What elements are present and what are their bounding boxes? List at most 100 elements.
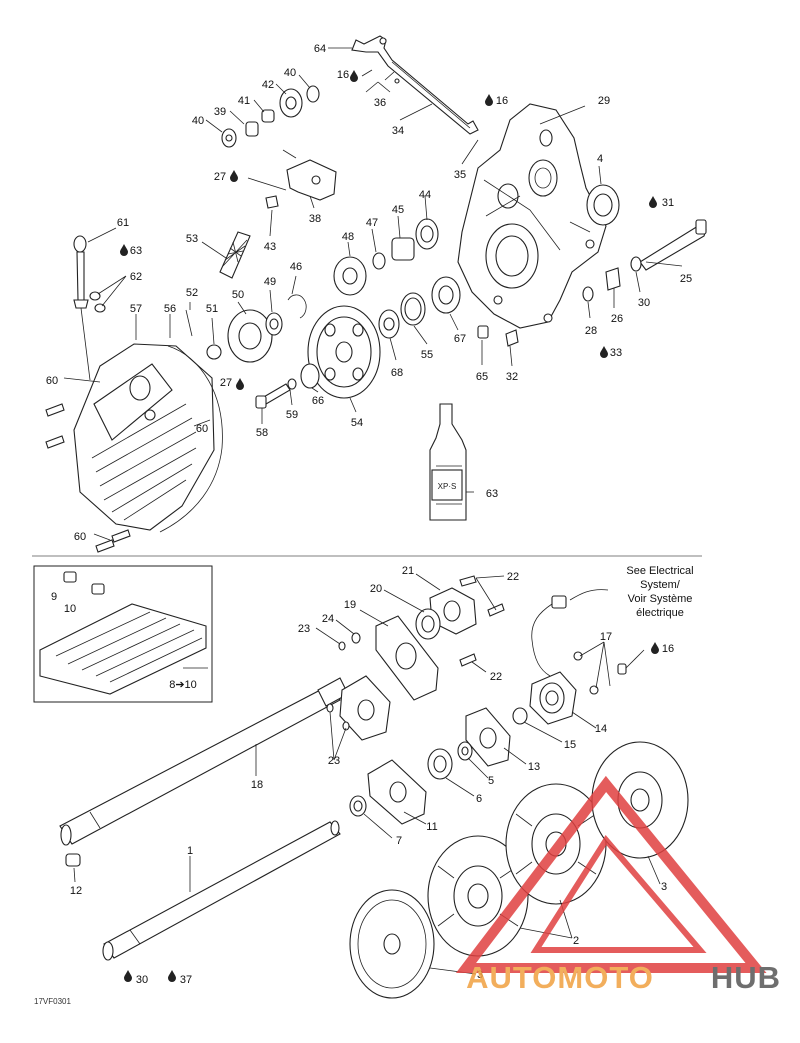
callout-4: 4 (597, 153, 603, 165)
callout-2: 2 (573, 935, 579, 947)
callout-61: 61 (117, 217, 129, 229)
lower-shaft-bearings (378, 276, 519, 347)
chaincase-housing (457, 103, 607, 329)
callout-63: 63 (486, 488, 498, 500)
callout-52: 52 (186, 287, 198, 299)
callout-16: 16 (662, 643, 674, 655)
callout-6: 6 (476, 793, 482, 805)
bushing (65, 853, 81, 867)
callout-32: 32 (506, 371, 518, 383)
callout-50: 50 (232, 289, 244, 301)
seal-plates (349, 707, 511, 825)
callout-26: 26 (611, 313, 623, 325)
callout-63: 63 (130, 245, 142, 257)
callout-31: 31 (662, 197, 674, 209)
callout-58: 58 (256, 427, 268, 439)
callout-59: 59 (286, 409, 298, 421)
callout-16: 16 (496, 95, 508, 107)
callout-51: 51 (206, 303, 218, 315)
callout-57: 57 (130, 303, 142, 315)
end-wheels (349, 741, 689, 999)
tension-bolt-set (582, 219, 707, 302)
callout-20: 20 (370, 583, 382, 595)
callout-30: 30 (136, 974, 148, 986)
oil-bottle: XP·S (429, 403, 467, 521)
bearing (586, 184, 620, 226)
callout-30: 30 (638, 297, 650, 309)
callout-65: 65 (476, 371, 488, 383)
callout-3: 3 (477, 969, 483, 981)
callout-37: 37 (180, 974, 192, 986)
note-line-1: See Electrical (626, 565, 693, 577)
oil-drop-icon (120, 244, 128, 256)
callout-45: 45 (392, 204, 404, 216)
dipstick (73, 235, 106, 381)
callout-27: 27 (214, 171, 226, 183)
electrical-note: See Electrical System/ Voir Système élec… (626, 565, 693, 619)
callout-5: 5 (488, 775, 494, 787)
callout-24: 24 (322, 613, 334, 625)
oil-drop-icon (350, 70, 358, 82)
callout-62: 62 (130, 271, 142, 283)
callout-25: 25 (680, 273, 692, 285)
callout-60: 60 (74, 531, 86, 543)
callout-68: 68 (391, 367, 403, 379)
callout-56: 56 (164, 303, 176, 315)
callout-40: 40 (192, 115, 204, 127)
oil-drop-icon (124, 970, 132, 982)
cotter-pins (361, 69, 400, 84)
track-inset (33, 565, 213, 703)
sprocket-bolt (255, 378, 297, 409)
callout-28: 28 (585, 325, 597, 337)
cover-bolts (45, 403, 131, 553)
oil-drop-icon (649, 196, 657, 208)
callout-23: 23 (298, 623, 310, 635)
callout-39: 39 (214, 106, 226, 118)
callout-16: 16 (337, 69, 349, 81)
callout-9: 9 (51, 591, 57, 603)
callout-27: 27 (220, 377, 232, 389)
callout-13: 13 (528, 761, 540, 773)
watermark-text-hub: HUB (711, 960, 781, 995)
callout-42: 42 (262, 79, 274, 91)
chaincase-cover (73, 343, 223, 533)
callout-36: 36 (374, 97, 386, 109)
watermark-logo: AUTOMOTO HUB (455, 775, 781, 995)
oil-drop-icon (230, 170, 238, 182)
callout-14: 14 (595, 723, 607, 735)
callout-34: 34 (392, 125, 404, 137)
bottle-label: XP·S (438, 482, 457, 491)
callout-1: 1 (187, 845, 193, 857)
callout-33: 33 (610, 347, 622, 359)
callout-11: 11 (426, 821, 437, 833)
callout-7: 7 (396, 835, 402, 847)
callout-43: 43 (264, 241, 276, 253)
large-sprocket (300, 305, 381, 399)
callout-41: 41 (238, 95, 250, 107)
callout-35: 35 (454, 169, 466, 181)
oil-drop-icon (651, 642, 659, 654)
callout-49: 49 (264, 276, 276, 288)
callout-66: 66 (312, 395, 324, 407)
callout-labels: 64 16 36 16 29 40 42 41 39 40 34 35 27 3… (46, 43, 692, 986)
oil-drop-icon (168, 970, 176, 982)
callout-29: 29 (598, 95, 610, 107)
callout-60: 60 (46, 375, 58, 387)
upper-bearing-stack (221, 85, 320, 148)
callout-67: 67 (454, 333, 466, 345)
callout-53: 53 (186, 233, 198, 245)
callout-3: 3 (661, 881, 667, 893)
note-line-3: Voir Système (628, 593, 693, 605)
callout-38: 38 (309, 213, 321, 225)
callout-23: 23 (328, 755, 340, 767)
callout-64: 64 (314, 43, 326, 55)
callout-46: 46 (290, 261, 302, 273)
diagram-code: 17VF0301 (34, 997, 71, 1006)
oil-drop-icon (485, 94, 493, 106)
callout-8-10: 8➔10 (169, 679, 197, 691)
callout-17: 17 (600, 631, 612, 643)
callout-18: 18 (251, 779, 263, 791)
callout-15: 15 (564, 739, 576, 751)
